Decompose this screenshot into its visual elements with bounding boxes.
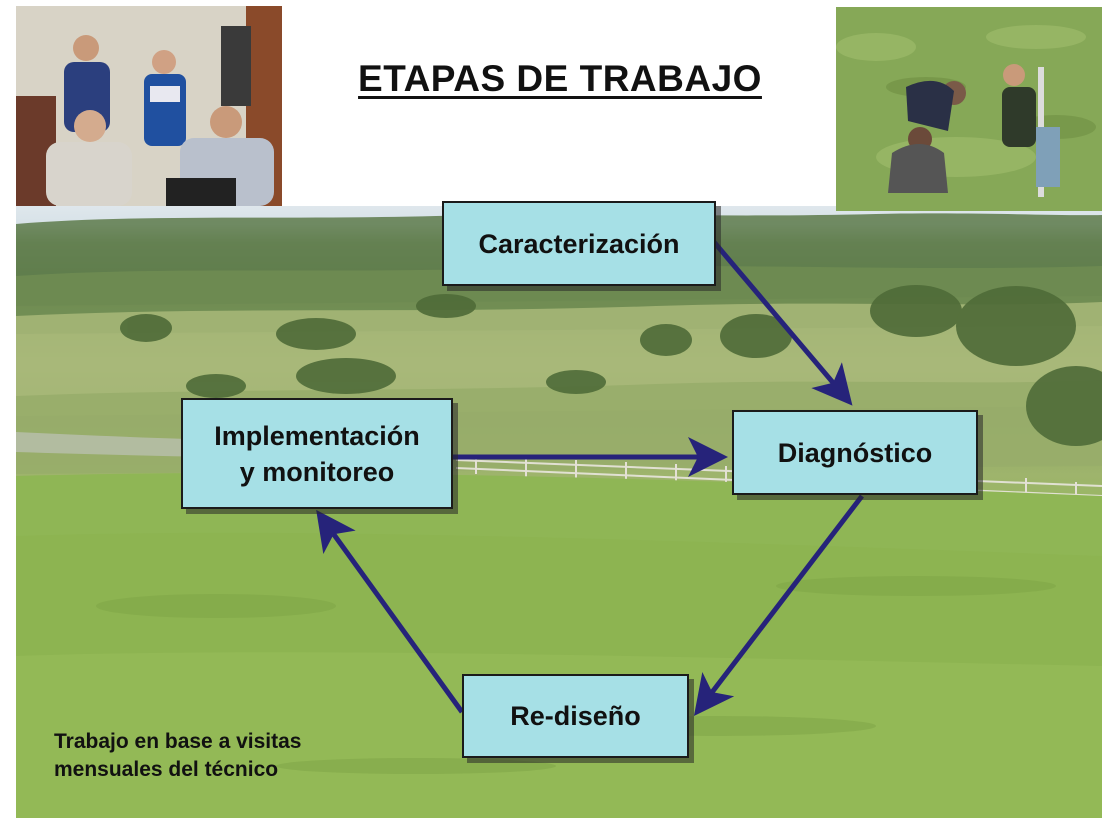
stage-implementacion-label-line2: y monitoreo	[239, 456, 395, 487]
visits-note-line1: Trabajo en base a visitas	[54, 730, 302, 753]
stage-caracterizacion-label: Caracterización	[478, 228, 680, 259]
visits-note-line2: mensuales del técnico	[54, 758, 279, 781]
stage-implementacion-label-line1: Implementación	[214, 420, 420, 451]
stage-diagnostico-label: Diagnóstico	[777, 437, 933, 468]
stage-rediseno: Re-diseño	[462, 674, 689, 758]
farm-family-meeting-photo	[16, 6, 282, 206]
stage-diagnostico: Diagnóstico	[732, 410, 978, 495]
field-sampling-photo	[836, 7, 1102, 211]
stage-implementacion: Implementación y monitoreo	[181, 398, 453, 509]
stage-caracterizacion: Caracterización	[442, 201, 716, 286]
stage-rediseno-label: Re-diseño	[510, 701, 641, 731]
slide-title: ETAPAS DE TRABAJO	[358, 58, 762, 99]
visits-note: Trabajo en base a visitas mensuales del …	[54, 728, 414, 784]
